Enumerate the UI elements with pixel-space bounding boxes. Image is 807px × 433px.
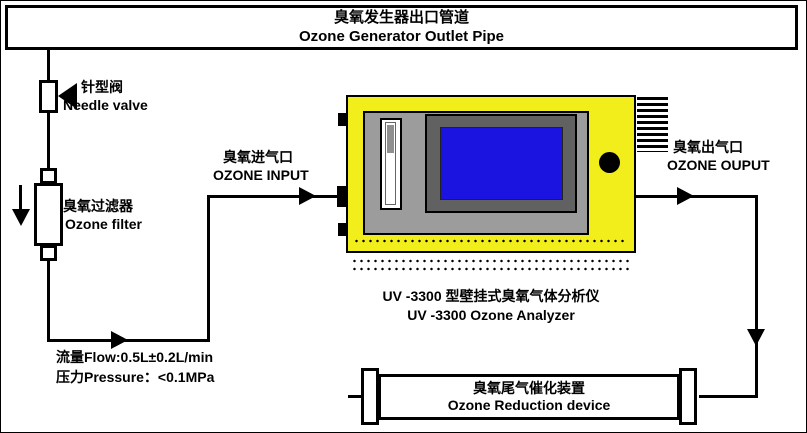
ozone-filter-top-cap [40, 168, 57, 184]
pipe-line-output [636, 195, 758, 198]
reduction-device-body: 臭氧尾气催化装置 Ozone Reduction device [378, 374, 680, 420]
analyzer-left-mount-tab-top [338, 113, 346, 126]
pipe-line-bottom-right [699, 395, 758, 398]
reduction-device-right-cap [679, 368, 697, 425]
needle-valve-label-zh: 针型阀 [81, 79, 123, 95]
pipe-line-bottom-left [47, 339, 209, 342]
analyzer-vents-lower [351, 257, 629, 274]
output-flow-arrow-icon [677, 187, 694, 205]
reduction-device-left-cap [361, 368, 379, 425]
reduction-device-left-stub [348, 395, 363, 398]
filter-flow-arrow-icon [12, 209, 30, 226]
ozone-filter-label-zh: 臭氧过滤器 [63, 198, 133, 214]
analyzer-caption: UV -3300 型壁挂式臭氧气体分析仪 UV -3300 Ozone Anal… [336, 287, 646, 325]
input-flow-arrow-icon [299, 187, 316, 205]
flow-spec-text: 流量Flow:0.5L±0.2L/min [56, 349, 214, 365]
analyzer-power-button [599, 152, 620, 173]
needle-valve-body [39, 80, 58, 113]
reduction-device-label-en: Ozone Reduction device [447, 397, 611, 413]
analyzer-label-en: UV -3300 Ozone Analyzer [407, 306, 575, 323]
filter-flow-arrow-tail [19, 185, 22, 211]
needle-valve-label-en: Needle valve [63, 97, 148, 113]
ozone-output-label-zh: 臭氧出气口 [673, 139, 743, 155]
analyzer-heatsink [637, 97, 668, 152]
bottom-left-flow-arrow-icon [111, 331, 128, 349]
pressure-spec-text: 压力Pressure：<0.1MPa [56, 369, 215, 385]
pipe-line-input [207, 195, 346, 198]
down-flow-arrow-icon [747, 329, 765, 346]
ozone-generator-outlet-pipe: 臭氧发生器出口管道 Ozone Generator Outlet Pipe [5, 5, 798, 50]
analyzer-flowmeter-tube [385, 122, 396, 205]
ozone-filter-label-en: Ozone filter [65, 216, 143, 232]
analyzer-vents-inner [353, 237, 627, 247]
analyzer-label-zh: UV -3300 型壁挂式臭氧气体分析仪 [382, 288, 600, 304]
pipe-line-mid-vertical [207, 195, 210, 342]
needle-valve-icon [58, 83, 77, 109]
analyzer-flowmeter-float [387, 125, 394, 153]
ozone-output-label-en: OZONE OUPUT [667, 157, 770, 173]
ozone-input-label-en: OZONE INPUT [213, 167, 309, 183]
pipe-line-right-vertical [755, 195, 758, 398]
pipe-label-en: Ozone Generator Outlet Pipe [298, 27, 505, 45]
reduction-device-label-zh: 臭氧尾气催化装置 [473, 380, 585, 397]
ozone-input-label-zh: 臭氧进气口 [223, 149, 293, 165]
ozone-filter-body [34, 183, 63, 246]
ozone-filter-bottom-cap [40, 245, 57, 261]
analyzer-left-mount-tab-bottom [338, 223, 346, 236]
pipe-label-zh: 臭氧发生器出口管道 [333, 8, 469, 26]
analyzer-input-port [337, 186, 347, 207]
analyzer-screen [440, 127, 563, 200]
